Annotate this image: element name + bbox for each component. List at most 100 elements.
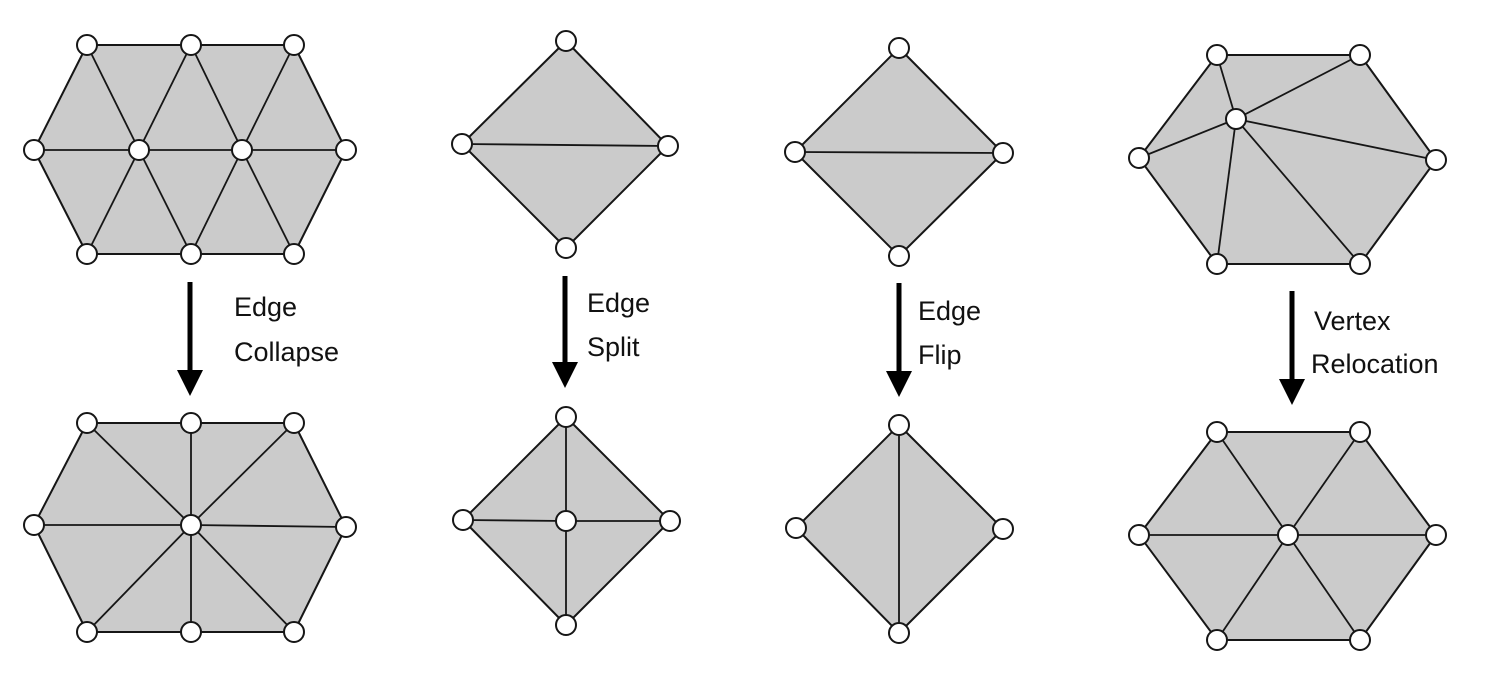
mesh-vertex	[1128, 147, 1150, 169]
mesh-vertex	[283, 243, 305, 265]
mesh-vertex	[76, 34, 98, 56]
mesh-vertex	[283, 34, 305, 56]
mesh-vertex	[231, 139, 253, 161]
mesh-edge	[86, 524, 192, 633]
mesh-vertex	[992, 142, 1014, 164]
mesh-edge	[86, 149, 140, 255]
mesh-edge	[190, 422, 295, 526]
mesh-vertex	[888, 622, 910, 644]
vertex-relocation-before-mesh	[1128, 44, 1447, 275]
mesh-vertex	[23, 514, 45, 536]
vertex-relocation-after-mesh	[1128, 421, 1447, 651]
edge-collapse-before-mesh	[23, 34, 357, 265]
edge-split-before-mesh	[451, 30, 679, 259]
mesh-vertex	[1206, 253, 1228, 275]
mesh-vertex	[283, 621, 305, 643]
mesh-edge	[1216, 431, 1289, 536]
edge-collapse-arrow	[177, 282, 203, 396]
mesh-edge	[1235, 118, 1361, 265]
mesh-edge	[241, 44, 295, 151]
mesh-vertex	[180, 243, 202, 265]
mesh-vertex	[1225, 108, 1247, 130]
mesh-vertex	[1349, 44, 1371, 66]
mesh-vertex	[1349, 629, 1371, 651]
mesh-edge	[86, 44, 140, 151]
mesh-vertex	[657, 135, 679, 157]
mesh-edge	[1287, 534, 1361, 641]
edge-collapse-label-line-2: Collapse	[234, 337, 339, 367]
mesh-vertex	[451, 133, 473, 155]
vertex-relocation-label-line-2: Relocation	[1311, 349, 1439, 379]
mesh-vertex	[888, 414, 910, 436]
mesh-vertex	[1277, 524, 1299, 546]
mesh-edge	[190, 524, 295, 633]
edge-collapse-after-mesh	[23, 412, 357, 643]
mesh-vertex	[555, 237, 577, 259]
mesh-vertex	[335, 516, 357, 538]
edge-split-arrow	[552, 276, 578, 388]
mesh-vertex	[283, 412, 305, 434]
edge-flip-label-line-2: Flip	[918, 340, 962, 370]
mesh-vertex	[1206, 44, 1228, 66]
mesh-edge	[190, 44, 243, 151]
mesh-edge	[462, 519, 567, 522]
mesh-vertex	[76, 412, 98, 434]
mesh-edge	[138, 44, 192, 151]
mesh-edge	[1235, 118, 1437, 161]
mesh-vertex	[1425, 149, 1447, 171]
mesh-vertex	[659, 510, 681, 532]
edge-flip-before-mesh	[784, 37, 1014, 267]
mesh-vertex	[335, 139, 357, 161]
mesh-vertex	[888, 245, 910, 267]
mesh-vertex	[128, 139, 150, 161]
mesh-vertex	[555, 614, 577, 636]
edge-flip-after-mesh	[785, 414, 1014, 644]
mesh-vertex	[555, 30, 577, 52]
mesh-edge	[241, 149, 295, 255]
mesh-edge	[86, 422, 192, 526]
mesh-vertex	[180, 621, 202, 643]
mesh-edge	[190, 524, 347, 528]
mesh-edge	[138, 149, 192, 255]
mesh-vertex	[180, 34, 202, 56]
mesh-vertex	[555, 406, 577, 428]
mesh-vertex	[785, 517, 807, 539]
edge-flip-label-line-1: Edge	[918, 296, 981, 326]
arrow-head	[177, 370, 203, 396]
edge-split-label-line-1: Edge	[587, 288, 650, 318]
mesh-vertex	[1128, 524, 1150, 546]
mesh-vertex	[784, 141, 806, 163]
arrow-head	[886, 371, 912, 397]
arrow-head	[552, 362, 578, 388]
mesh-edge	[1138, 118, 1237, 159]
mesh-vertex	[992, 518, 1014, 540]
mesh-vertex	[888, 37, 910, 59]
arrow-head	[1279, 379, 1305, 405]
vertex-relocation-label-line-1: Vertex	[1314, 306, 1391, 336]
mesh-vertex	[1206, 421, 1228, 443]
edge-split-label-line-2: Split	[587, 332, 640, 362]
vertex-relocation-arrow	[1279, 291, 1305, 405]
mesh-vertex	[1349, 253, 1371, 275]
mesh-edge	[1216, 54, 1237, 120]
mesh-vertex	[1425, 524, 1447, 546]
mesh-edge	[1287, 431, 1361, 536]
mesh-vertex	[1349, 421, 1371, 443]
mesh-edge	[190, 149, 243, 255]
edge-split-after-mesh	[452, 406, 681, 636]
mesh-vertex	[555, 510, 577, 532]
edge-collapse-label-line-1: Edge	[234, 292, 297, 322]
mesh-edge	[1235, 54, 1361, 120]
mesh-edge	[461, 143, 669, 147]
edge-flip-arrow	[886, 283, 912, 397]
mesh-vertex	[180, 514, 202, 536]
mesh-edge	[1216, 534, 1289, 641]
mesh-vertex	[76, 621, 98, 643]
mesh-vertex	[23, 139, 45, 161]
mesh-vertex	[180, 412, 202, 434]
mesh-edge	[1216, 118, 1237, 265]
operation-labels: Edge Collapse Edge Split Edge Flip Verte…	[234, 288, 1439, 379]
mesh-face	[1138, 54, 1437, 265]
